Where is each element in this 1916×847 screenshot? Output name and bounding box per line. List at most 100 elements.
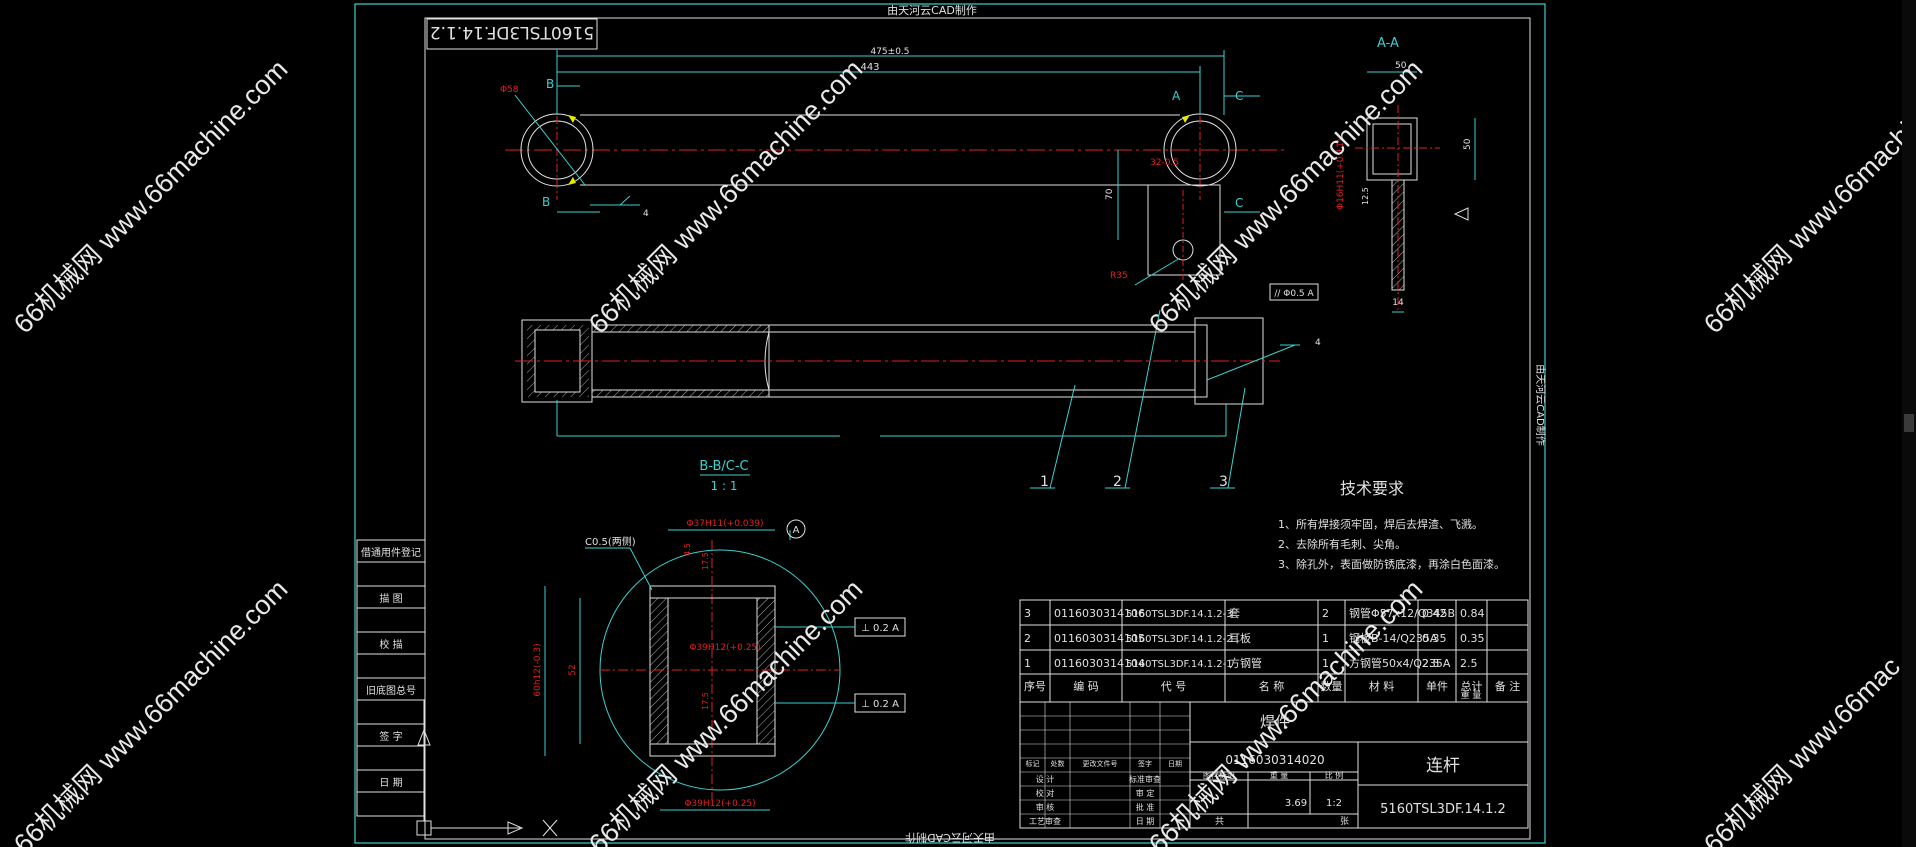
bom-cell: 方钢管 [1229,656,1262,670]
title-name: 连杆 [1426,756,1460,776]
side-view: 4 [515,317,1321,437]
bom-cell: 耳板 [1229,631,1251,645]
svg-text:14: 14 [1392,298,1404,308]
bom-cell: 2.5 [1422,657,1440,670]
bom-header-cell: 单件 [1426,680,1448,693]
section-a-a: A-A 50 50 14 Φ16H11(+0.11) 12.5 // Φ0.5 … [1269,36,1476,313]
bottom-caption: 由天河云CAD制作 [905,831,995,845]
svg-text:66机械网 www.66machine.com: 66机械网 www.66machine.com [1698,54,1916,339]
svg-text:// Φ0.5 A: // Φ0.5 A [1274,289,1314,299]
left-block-label: 校 描 [379,638,402,651]
svg-text:60h12(-0.3): 60h12(-0.3) [533,643,543,696]
revision-header: 签字 [1138,759,1152,768]
svg-text:比 例: 比 例 [1325,770,1344,780]
svg-text:图样标记: 图样标记 [1203,770,1235,780]
bom-cell: 0116030314106 [1054,607,1145,620]
title-drawing-no: 5160TSL3DF.14.1.2 [1380,802,1506,817]
bom-cell: 0.35 [1422,632,1447,645]
svg-text:4.5: 4.5 [683,543,692,556]
title-code: 0116030314020 [1225,753,1324,767]
svg-text:50: 50 [1463,138,1473,150]
title-type: 焊件 [1260,713,1290,731]
role-label: 校 对 [1036,788,1055,798]
bom-header-cell: 代 号 [1161,680,1187,693]
left-block-label: 旧底图总号 [366,684,416,697]
tech-item-3: 3、除孔外，表面做防锈底漆，再涂白色面漆。 [1278,557,1505,571]
svg-text:66机械网 www.66machine.com: 66机械网 www.66machine.com [583,54,868,339]
svg-text:66机械网 www.66machine.com: 66机械网 www.66machine.com [8,54,293,339]
title-scale: 1:2 [1326,798,1342,809]
watermarks: 66机械网 www.66machine.com 66机械网 www.66mach… [8,54,1916,847]
svg-text:重 量: 重 量 [1270,770,1289,780]
tech-item-1: 1、所有焊接须牢固，焊后去焊渣、飞溅。 [1278,517,1483,531]
svg-text:R35: R35 [1110,271,1128,281]
bom-cell: 1 [1024,657,1031,670]
svg-text:4: 4 [643,209,649,219]
svg-text:共: 共 [1215,816,1224,827]
svg-text:Φ37H11(+0.039): Φ37H11(+0.039) [686,519,763,529]
bom-cell: 0116030314105 [1054,632,1145,645]
svg-text:66机械网 www.66mac: 66机械网 www.66mac [1698,651,1906,847]
svg-text:32-0.5: 32-0.5 [1150,158,1179,168]
side-caption: 由天河云CAD制作 [1534,364,1547,446]
scrollbar-thumb[interactable] [1904,414,1914,432]
bom-header-cell: 备 注 [1495,679,1521,693]
role-label: 日 期 [1136,817,1155,826]
svg-text:A: A [793,525,800,536]
bom-cell: 3 [1024,607,1031,620]
bom-header-cell: 总计 [1461,679,1483,693]
svg-text:443: 443 [860,62,879,73]
bom-cell: 0.42 [1422,607,1447,620]
svg-text:⊥ 0.2 A: ⊥ 0.2 A [861,623,899,634]
revision-header: 更改文件号 [1083,759,1118,768]
bom-cell: 0116030314104 [1054,657,1145,670]
sheet-outer-border [354,3,1546,844]
bom-cell: 钢板B-14/Q235A [1349,631,1438,645]
revision-header: 处数 [1051,759,1065,768]
bom-cell: 5160TSL3DF.14.1.2-1 [1126,659,1233,670]
svg-text:4: 4 [1315,338,1321,348]
top-view: 475±0.5 443 Φ58 B B A C C 4 70 32-0.5 R3… [500,47,1285,286]
bom-cell: 2 [1322,607,1329,620]
bom-cell: 5160TSL3DF.14.1.2-2 [1126,634,1233,645]
svg-text:C0.5(两侧): C0.5(两侧) [585,535,636,548]
role-label: 批 准 [1136,802,1155,812]
role-label: 标准审查 [1129,774,1161,784]
title-block: 焊件 0116030314020 连杆 5160TSL3DF.14.1.2 图样… [1019,701,1529,829]
svg-text:A: A [1172,89,1181,103]
bom-header-cell: 编 码 [1073,679,1099,693]
bom-cell: 1 [1322,657,1329,670]
tech-requirements: 技术要求 1、所有焊接须牢固，焊后去焊渣、飞溅。 2、去除所有毛刺、尖角。 3、… [1278,479,1505,571]
svg-text:张: 张 [1340,816,1349,827]
balloon-1: 1 [1040,474,1049,490]
svg-text:17.5: 17.5 [701,552,710,570]
left-block-label: 借通用件登记 [361,546,421,559]
role-label: 审 定 [1136,788,1155,798]
left-block-label: 日 期 [379,777,402,789]
svg-text:1 : 1: 1 : 1 [711,479,738,493]
bom-weight-label: 重 量 [1461,689,1482,701]
vertical-scrollbar[interactable] [1902,0,1916,847]
svg-text:50: 50 [1395,61,1407,71]
bom-cell: 2 [1024,632,1031,645]
left-block-label: 签 字 [379,730,402,743]
svg-text:66机械网 www.66machine.com: 66机械网 www.66machine.com [8,574,293,847]
bom-cell: 0.84 [1460,607,1485,620]
role-label: 审 核 [1036,802,1055,812]
bom-cell: 钢管Φ57x12/Q345B [1349,606,1455,620]
svg-text:52: 52 [568,664,578,675]
svg-text:475±0.5: 475±0.5 [870,47,909,57]
bom-header-cell: 数量 [1321,680,1343,693]
tech-title: 技术要求 [1340,479,1404,498]
bom-cell: 5160TSL3DF.14.1.2-3 [1126,609,1233,620]
bom-header-cell: 序号 [1024,679,1046,693]
svg-text:12.5: 12.5 [1361,187,1370,205]
balloon-3: 3 [1219,474,1228,490]
svg-text:B-B/C-C: B-B/C-C [699,459,748,474]
balloon-2: 2 [1113,474,1122,490]
sheet-inner-border [424,17,1531,840]
top-caption: 由天河云CAD制作 [887,3,977,17]
